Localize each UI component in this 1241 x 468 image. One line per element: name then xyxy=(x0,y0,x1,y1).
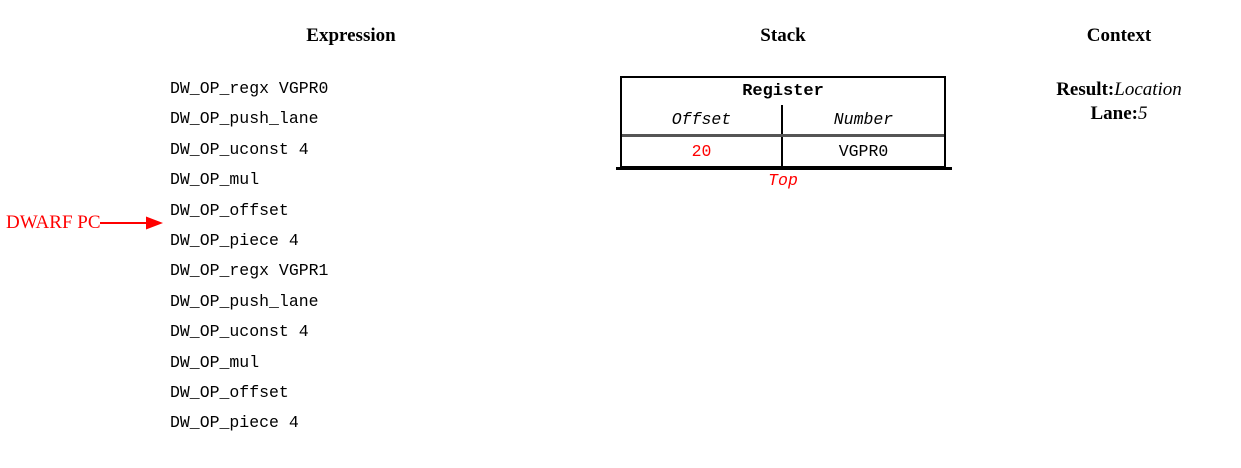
context-result-line: Result:Location xyxy=(1019,78,1219,102)
context-block: Result:Location Lane:5 xyxy=(1019,78,1219,126)
expression-row: DW_OP_regx VGPR1 xyxy=(170,261,329,281)
expression-row: DW_OP_offset xyxy=(170,200,289,220)
expression-row: DW_OP_uconst 4 xyxy=(170,139,309,159)
expression-list: DW_OP_regx VGPR0 DW_OP_push_lane DW_OP_u… xyxy=(170,74,430,439)
stack-header-offset: Offset xyxy=(622,105,783,134)
context-lane-key: Lane: xyxy=(1090,103,1139,124)
context-result-value: Location xyxy=(1114,79,1182,100)
stack-entry-table: Register Offset Number 20 VGPR0 xyxy=(620,76,946,168)
expression-row: DW_OP_uconst 4 xyxy=(170,322,309,342)
stack-top-divider xyxy=(616,167,952,170)
stack-table-header-row: Offset Number xyxy=(622,105,944,137)
expression-column-header: Expression xyxy=(306,25,396,46)
stack-column-header: Stack xyxy=(760,25,806,46)
expression-row: DW_OP_mul xyxy=(170,352,260,372)
context-result-key: Result: xyxy=(1056,79,1115,100)
arrow-right-icon xyxy=(99,216,163,230)
stack-table-row: 20 VGPR0 xyxy=(622,137,944,166)
expression-row: DW_OP_piece 4 xyxy=(170,413,299,433)
expression-row: DW_OP_offset xyxy=(170,382,289,402)
expression-row: DW_OP_push_lane xyxy=(170,109,319,129)
expression-row: DW_OP_mul xyxy=(170,170,260,190)
expression-row: DW_OP_regx VGPR0 xyxy=(170,79,329,98)
dwarf-pc-label: DWARF PC xyxy=(6,212,101,233)
expression-row: DW_OP_push_lane xyxy=(170,291,319,311)
context-lane-value: 5 xyxy=(1138,103,1148,124)
stack-top-label: Top xyxy=(768,171,798,190)
stack-header-number: Number xyxy=(833,110,894,129)
stack-entry-title: Register xyxy=(742,82,824,101)
stack-value-number: VGPR0 xyxy=(838,142,889,161)
stack-value-offset: 20 xyxy=(622,137,783,166)
context-lane-line: Lane:5 xyxy=(1019,102,1219,126)
expression-row: DW_OP_piece 4 xyxy=(170,230,299,250)
dwarf-pc-marker: DWARF PC xyxy=(6,211,164,235)
context-column-header: Context xyxy=(1086,25,1152,46)
